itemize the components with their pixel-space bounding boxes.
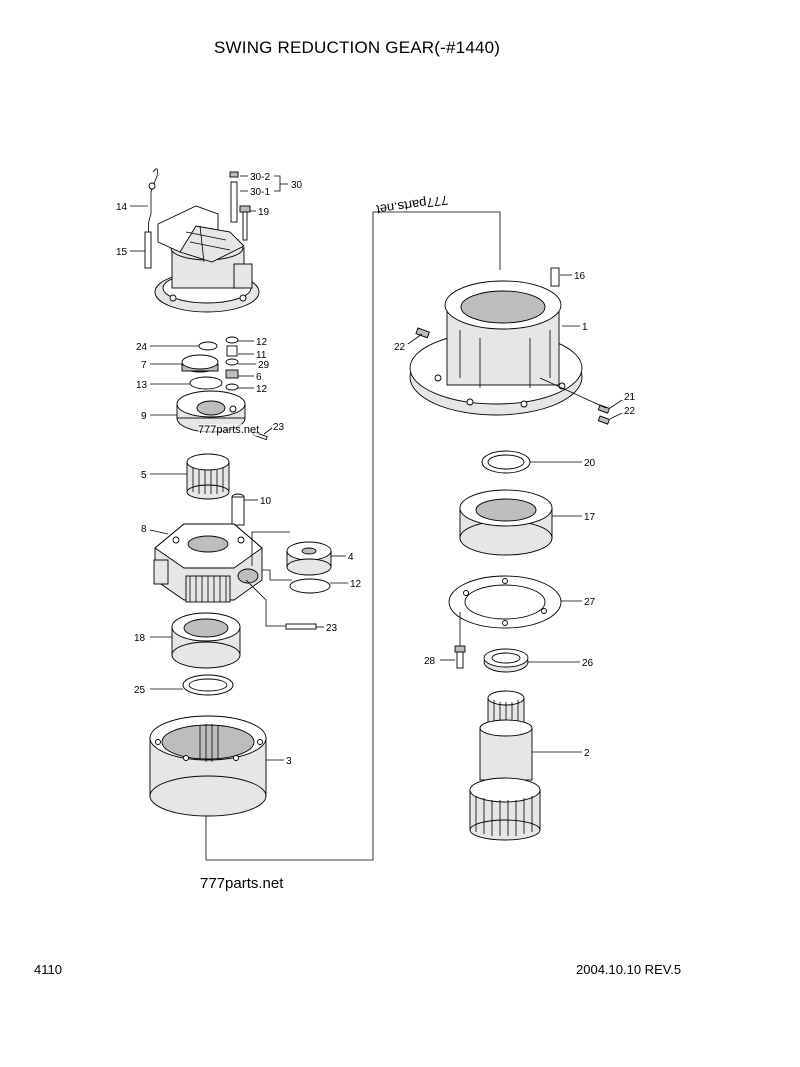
part-22-plug-lower	[597, 415, 610, 425]
callout-16: 16	[574, 271, 586, 282]
leader-pin-23	[245, 579, 290, 627]
part-12-thrust-plate-lower	[225, 383, 239, 391]
part-18-bearing	[171, 612, 241, 669]
part-25-ring	[182, 674, 234, 696]
watermark-bottom: 777parts.net	[200, 875, 284, 892]
part-11-spacer	[226, 345, 238, 357]
date-revision: 2004.10.10 REV.5	[576, 962, 682, 977]
callout-24: 24	[136, 342, 148, 353]
part-14-hook	[147, 168, 158, 235]
part-28-bolt	[454, 612, 466, 669]
leader-lines	[130, 175, 623, 761]
callout-23-upper: 23	[273, 422, 285, 433]
part-15-pin	[144, 231, 152, 269]
watermark-middle: 777parts.net	[198, 424, 260, 436]
callout-19: 19	[258, 207, 270, 218]
callout-13: 13	[136, 380, 148, 391]
part-21-plug	[597, 404, 610, 414]
callout-22-lower: 22	[624, 406, 636, 417]
callout-5: 5	[141, 470, 147, 481]
part-22-plug	[415, 327, 430, 339]
callout-4: 4	[348, 552, 354, 563]
part-16-pin	[550, 267, 560, 287]
callout-12-upper: 12	[256, 337, 268, 348]
callout-30-2: 30-2	[250, 172, 270, 183]
part-24-ring	[198, 341, 218, 351]
callout-30: 30	[291, 180, 303, 191]
part-30-plug-pin	[229, 171, 239, 223]
part-12-thrust-plate-gear	[289, 578, 331, 594]
callout-12-lower: 12	[350, 579, 362, 590]
part-27-plate	[448, 575, 562, 629]
callout-14: 14	[116, 202, 128, 213]
part-23-pin-lower	[285, 623, 317, 630]
part-1-housing	[409, 280, 583, 416]
callout-29: 29	[258, 360, 270, 371]
part-19-bolt	[239, 205, 251, 241]
page-title: SWING REDUCTION GEAR(-#1440)	[214, 38, 501, 57]
callout-9: 9	[141, 411, 147, 422]
part-7-gear	[181, 354, 219, 373]
leader-planet	[251, 531, 290, 566]
callout-20: 20	[584, 458, 596, 469]
part-26-seal	[483, 648, 529, 673]
callout-10: 10	[260, 496, 272, 507]
part-5-sun-gear	[186, 453, 230, 500]
callout-15: 15	[116, 247, 128, 258]
assembly-link-line	[205, 211, 501, 861]
callout-28: 28	[424, 656, 436, 667]
part-12-thrust-plate	[225, 336, 239, 344]
part-2-pinion-shaft	[469, 690, 541, 841]
callout-26: 26	[582, 658, 594, 669]
callout-6: 6	[256, 372, 262, 383]
part-17-bearing	[459, 489, 553, 556]
leader-planet-2	[262, 569, 292, 581]
part-6-needle-bearing	[225, 369, 239, 379]
callout-17: 17	[584, 512, 596, 523]
callout-3: 3	[286, 756, 292, 767]
callout-23-lower: 23	[326, 623, 338, 634]
callout-1: 1	[582, 322, 588, 333]
callout-27: 27	[584, 597, 596, 608]
part-4-planet-gear	[286, 541, 332, 576]
part-29-ring	[225, 358, 239, 366]
swing-motor-assembly	[154, 205, 260, 313]
page-number: 4110	[34, 962, 62, 977]
callout-22-upper: 22	[394, 342, 406, 353]
callout-25: 25	[134, 685, 146, 696]
callout-21: 21	[624, 392, 636, 403]
part-13-washer	[189, 376, 223, 390]
callout-18: 18	[134, 633, 146, 644]
callout-30-1: 30-1	[250, 187, 270, 198]
callout-11: 11	[256, 350, 267, 361]
part-10-pin	[231, 493, 245, 526]
callout-8: 8	[141, 524, 147, 535]
part-3-ring-gear	[149, 715, 267, 817]
part-20-ring	[481, 450, 531, 474]
callout-7: 7	[141, 360, 147, 371]
callout-2: 2	[584, 748, 590, 759]
callout-12-middle: 12	[256, 384, 268, 395]
part-8-carrier	[153, 523, 263, 603]
